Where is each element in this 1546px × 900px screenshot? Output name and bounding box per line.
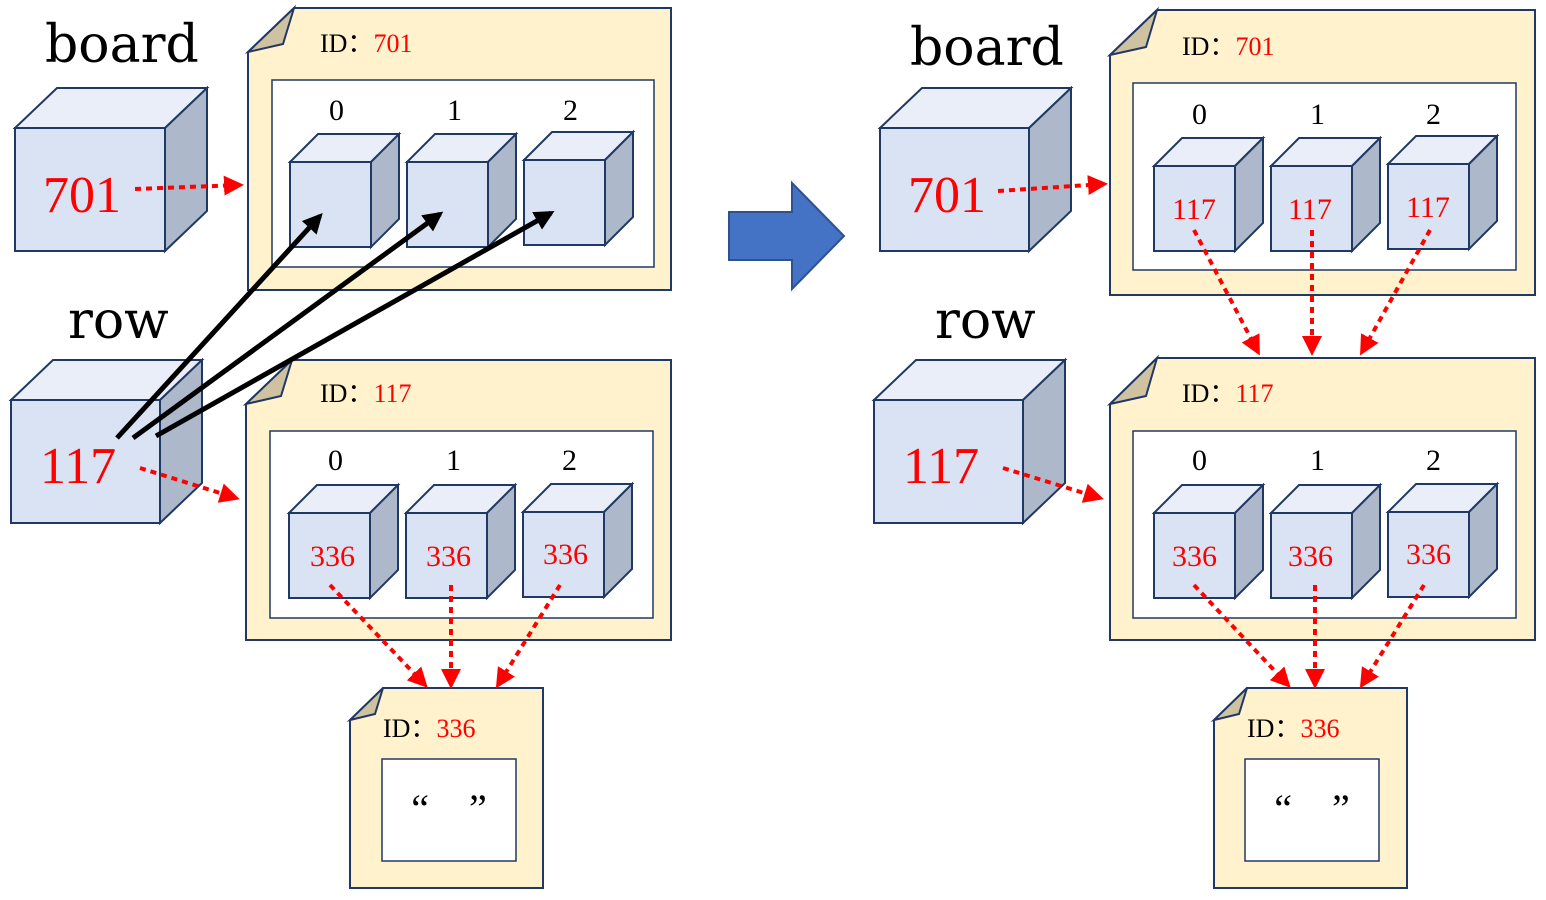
right-row-variable-value: 117 (903, 438, 979, 495)
board-list-cell-2 (521, 129, 636, 248)
board-variable-box (12, 85, 210, 254)
board-list-id: ID：701 (320, 29, 412, 58)
string-object-contents (381, 758, 517, 862)
row-list-cell-2 (520, 481, 635, 600)
string-object-value: “ ” (411, 786, 487, 831)
right-board-cell-2-reference-arrow (1360, 229, 1432, 356)
row-variable-name: row (68, 291, 169, 351)
right-board-list-cell-1 (1268, 135, 1383, 254)
string-object-id: ID：336 (383, 714, 475, 743)
right-board-list-cell-value-2: 117 (1406, 191, 1450, 224)
row-list-cell-value-0: 336 (310, 540, 355, 573)
right-row-list-cell-value-2: 336 (1406, 538, 1451, 571)
right-string-object-value: “ ” (1274, 786, 1350, 831)
row-variable: row 117 (8, 291, 205, 526)
right-panel: board 701 row 117 ID：701 0 1 (871, 6, 1536, 889)
right-row-cell-2-reference-arrow (1359, 583, 1426, 689)
right-row-list-id: ID：117 (1182, 379, 1273, 408)
transition-arrow-icon (728, 180, 846, 292)
right-row-list-cell-2 (1385, 481, 1500, 600)
right-row-list-cell-value-0: 336 (1172, 540, 1217, 573)
right-board-list-cell-0 (1151, 135, 1266, 254)
assign-arrow-1 (131, 211, 444, 441)
row-list-cell-0 (286, 482, 401, 601)
row-reference-arrow (139, 466, 240, 503)
right-board-cell-0-reference-arrow (1192, 229, 1260, 356)
row-list-index-0: 0 (328, 444, 343, 477)
right-row-variable: row 117 (871, 291, 1068, 526)
right-board-variable-value: 701 (908, 167, 986, 224)
string-object: ID：336 “ ” (346, 687, 544, 889)
right-row-list-index-2: 2 (1426, 444, 1441, 477)
right-string-object-id: ID：336 (1247, 714, 1339, 743)
right-row-variable-name: row (935, 291, 1036, 351)
right-row-variable-box (871, 357, 1068, 526)
right-row-list-cell-value-1: 336 (1288, 540, 1333, 573)
assign-arrow-2 (154, 210, 555, 439)
right-board-list-cell-value-0: 117 (1172, 193, 1216, 226)
right-board-variable: board 701 (877, 18, 1074, 254)
row-list-cell-value-1: 336 (426, 540, 471, 573)
board-variable-name: board (45, 15, 199, 75)
row-cell-2-reference-arrow (495, 583, 562, 689)
board-list-object: ID：701 0 1 2 (244, 4, 672, 291)
right-board-list-object: ID：701 0 1 2 117 117 117 (1106, 6, 1536, 296)
left-panel: board 701 row 117 ID：701 0 1 (8, 4, 672, 889)
row-cell-0-reference-arrow (328, 583, 428, 688)
right-board-reference-arrow (997, 175, 1108, 196)
right-row-list-cell-1 (1268, 482, 1383, 601)
right-row-cell-0-reference-arrow (1192, 583, 1291, 688)
board-variable-value: 701 (43, 167, 121, 224)
right-board-list-index-2: 2 (1426, 98, 1441, 131)
right-board-list-index-1: 1 (1310, 98, 1325, 131)
row-list-index-1: 1 (446, 444, 461, 477)
row-list-cell-1 (403, 482, 518, 601)
right-row-list-cell-0 (1151, 482, 1266, 601)
right-row-list-index-1: 1 (1310, 444, 1325, 477)
row-list-cell-value-2: 336 (543, 538, 588, 571)
row-list-object: ID：117 0 1 2 336 336 336 (242, 356, 672, 641)
board-variable: board 701 (12, 15, 210, 254)
board-list-index-0: 0 (329, 94, 344, 127)
right-board-variable-box (877, 85, 1074, 254)
right-board-list-id: ID：701 (1182, 32, 1274, 61)
board-list-index-2: 2 (563, 94, 578, 127)
right-row-list-object: ID：117 0 1 2 336 336 336 (1106, 354, 1536, 641)
board-list-cell-1 (404, 131, 519, 250)
row-variable-value: 117 (40, 438, 116, 495)
right-string-object-contents (1244, 758, 1380, 862)
right-row-reference-arrow (1002, 466, 1104, 503)
right-row-list-index-0: 0 (1192, 444, 1207, 477)
right-board-variable-name: board (910, 18, 1064, 78)
board-list-cell-0 (287, 131, 402, 250)
row-list-id: ID：117 (320, 379, 411, 408)
right-board-list-cell-value-1: 117 (1288, 193, 1332, 226)
right-board-list-index-0: 0 (1192, 98, 1207, 131)
assign-arrow-0 (115, 213, 323, 440)
row-list-index-2: 2 (562, 444, 577, 477)
board-list-index-1: 1 (447, 94, 462, 127)
right-string-object: ID：336 “ ” (1210, 687, 1408, 889)
